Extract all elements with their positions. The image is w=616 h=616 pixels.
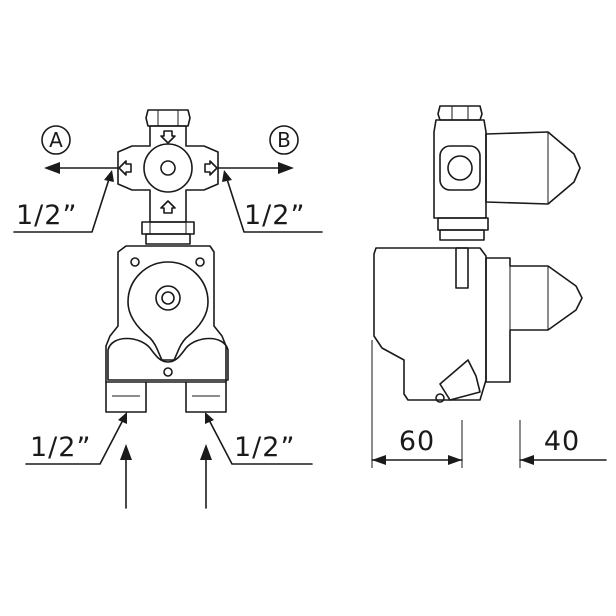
dim-protrusion-label: 40 xyxy=(544,426,580,457)
connector-collar xyxy=(145,233,191,245)
size-outlet-left: 1/2” xyxy=(16,200,77,231)
side-connector-collar xyxy=(439,229,485,241)
leader-inlet-right xyxy=(207,417,313,465)
side-mixer-slot xyxy=(455,247,469,289)
inlet-arrow-right-head-icon xyxy=(200,444,212,460)
side-diverter-cap xyxy=(485,131,581,205)
outlet-arrow-b-head-icon xyxy=(278,162,294,174)
port-a-circle xyxy=(41,125,71,155)
inlet-arrow-left-head-icon xyxy=(120,444,132,460)
lower-screw xyxy=(163,367,173,377)
side-screw xyxy=(435,393,445,403)
lower-lobes xyxy=(107,337,229,381)
port-b-circle xyxy=(269,125,299,155)
inlet-leg-right xyxy=(185,381,227,413)
side-outlet-bore xyxy=(447,155,473,181)
diverter-ring xyxy=(143,143,193,193)
top-hex-nut xyxy=(145,109,191,127)
side-view: 60 40 xyxy=(371,105,607,468)
mount-screw-right xyxy=(195,257,205,267)
mount-screw-left xyxy=(130,257,140,267)
diverter-spindle xyxy=(160,160,176,176)
side-inlet-wedge xyxy=(439,359,481,401)
leader-inlet-left xyxy=(25,417,125,465)
flow-arrow-down-icon xyxy=(160,130,176,144)
side-top-nut xyxy=(437,105,483,121)
outlet-arrow-a-head-icon xyxy=(44,162,60,174)
side-connector-nut xyxy=(437,217,489,231)
diverter-body xyxy=(117,125,219,223)
front-view: A B 1/2” 1/2” 1/2” 1/2” xyxy=(13,109,323,509)
dim-depth-label: 60 xyxy=(399,426,435,457)
flow-arrow-left-icon xyxy=(118,160,132,176)
side-diverter-body xyxy=(433,119,487,219)
port-a-label: A xyxy=(49,128,63,152)
leader-outlet-right xyxy=(225,175,323,233)
side-mixer-body xyxy=(373,247,487,401)
mixer-spindle-ring xyxy=(155,285,181,311)
size-outlet-right: 1/2” xyxy=(244,200,305,231)
port-b-label: B xyxy=(277,128,291,152)
mixer-spindle xyxy=(161,291,175,305)
inlet-leg-left xyxy=(105,381,147,413)
flow-arrow-right-icon xyxy=(204,160,218,176)
leader-outlet-left xyxy=(13,175,111,233)
side-mixer-cap xyxy=(485,257,583,383)
flow-arrow-up-icon xyxy=(160,200,176,214)
side-outlet-port xyxy=(439,145,481,191)
mixing-chamber xyxy=(127,261,209,361)
size-inlet-left: 1/2” xyxy=(30,432,91,463)
size-inlet-right: 1/2” xyxy=(234,432,295,463)
